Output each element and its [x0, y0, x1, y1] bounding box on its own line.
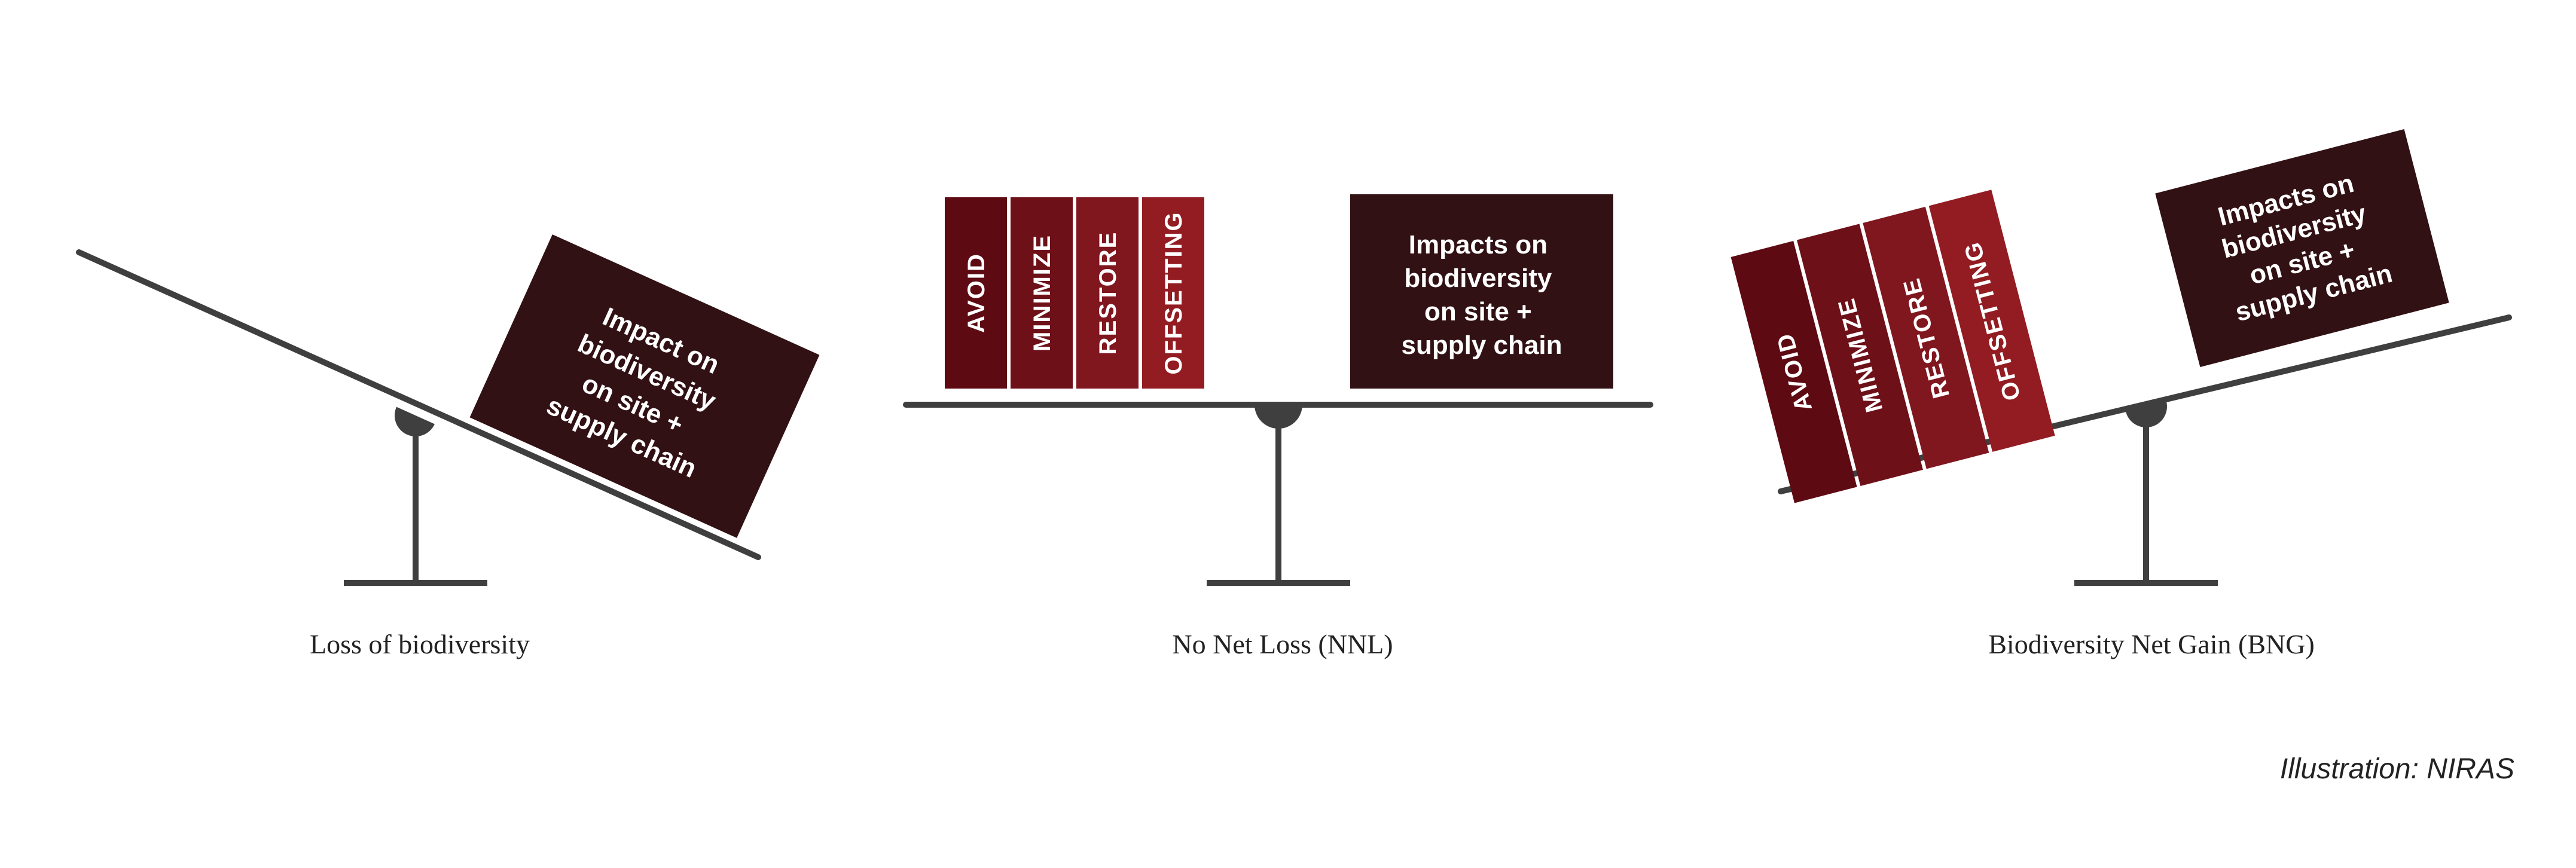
impact-line-3: on site +	[1424, 297, 1532, 326]
scale-caption: No Net Loss (NNL)	[1172, 629, 1393, 659]
scale-post	[2143, 407, 2149, 583]
scale-caption: Biodiversity Net Gain (BNG)	[1988, 629, 2315, 659]
step-restore-label: RESTORE	[1095, 231, 1121, 355]
step-offsetting	[1928, 190, 2055, 452]
impact-box: Impacts on biodiversity on site + supply…	[2155, 129, 2449, 368]
scale-caption: Loss of biodiversity	[310, 629, 530, 659]
scale-bng: AVOID MINIMIZE RESTORE OFFSETTING Impact…	[1730, 129, 2512, 659]
step-restore	[1076, 197, 1139, 389]
mitigation-steps: AVOID MINIMIZE RESTORE OFFSETTING	[945, 197, 1204, 389]
step-avoid	[945, 197, 1007, 389]
scale-pivot	[395, 407, 435, 436]
scale-post	[413, 418, 419, 583]
scale-beam	[76, 249, 761, 560]
impact-line-1: Impacts on	[1409, 230, 1548, 259]
step-minimize	[1796, 224, 1923, 486]
step-offsetting	[1142, 197, 1204, 389]
scale-post	[1275, 407, 1281, 583]
impact-line-4: supply chain	[1402, 331, 1562, 360]
svg-text:Impacts on biodiversit: Impacts on biodiversity on site + supply…	[1402, 230, 1562, 360]
step-restore	[1863, 206, 1989, 469]
step-avoid	[1730, 240, 1857, 503]
impact-box: Impacts on biodiversity on site + supply…	[1350, 194, 1613, 389]
step-minimize-label: MINIMIZE	[1029, 234, 1055, 352]
scale-nnl: AVOID MINIMIZE RESTORE OFFSETTING Impact…	[903, 194, 1653, 659]
scale-pivot	[2126, 401, 2167, 427]
step-avoid-label: AVOID	[963, 253, 990, 333]
impact-line-2: biodiversity	[1404, 264, 1552, 293]
impact-box: Impact on biodiversity on site + supply …	[469, 234, 820, 538]
step-offsetting-label: OFFSETTING	[1161, 211, 1187, 374]
scale-loss: Impact on biodiversity on site + supply …	[76, 234, 820, 659]
step-minimize	[1011, 197, 1073, 389]
mitigation-steps: AVOID MINIMIZE RESTORE OFFSETTING	[1730, 190, 2055, 503]
illustration-credit: Illustration: NIRAS	[2280, 753, 2514, 785]
scale-pivot	[1255, 405, 1302, 429]
